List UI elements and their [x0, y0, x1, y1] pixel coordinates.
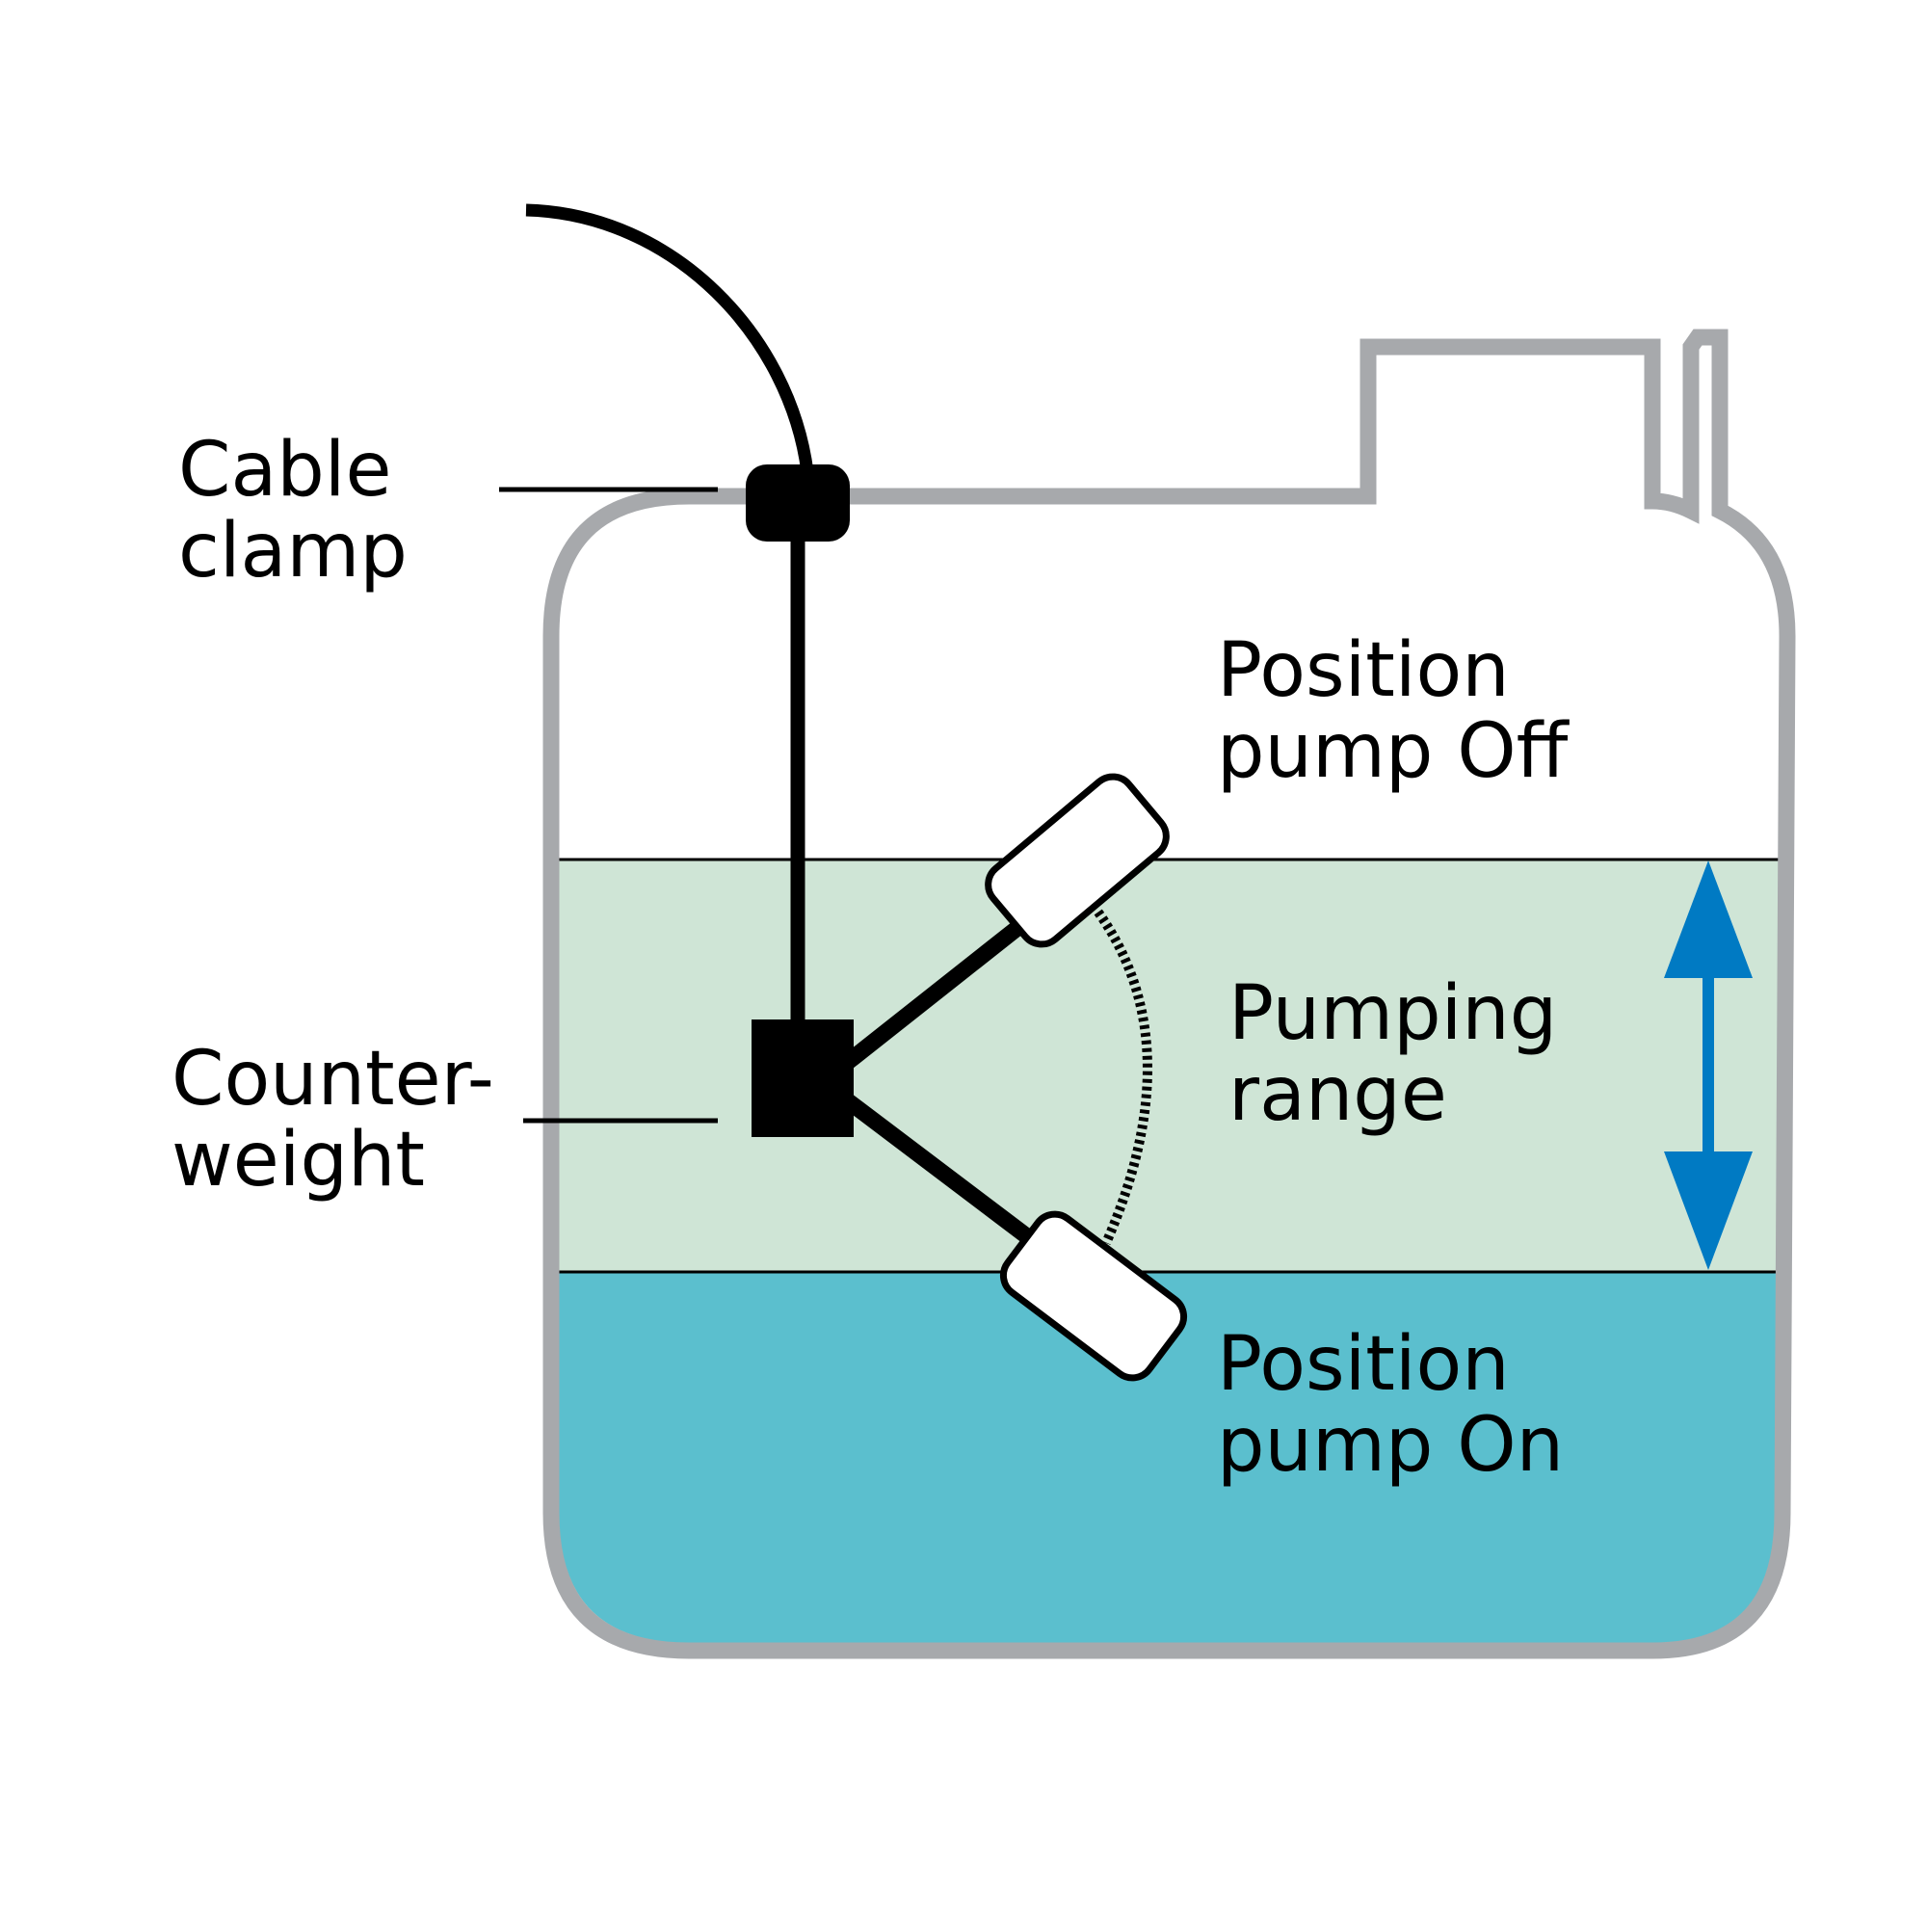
position-off-line2: pump Off [1217, 708, 1571, 795]
cable [525, 203, 814, 473]
cable-clamp-label-line1: Cable [178, 427, 391, 514]
position-on-line2: pump On [1217, 1402, 1564, 1489]
pumping-range-arrow [1664, 860, 1753, 1270]
cable-clamp [746, 464, 850, 542]
cable-clamp-label: Cable clamp [178, 427, 415, 595]
position-pump-on-label: Position pump On [1217, 1321, 1564, 1489]
position-off-line1: Position [1217, 627, 1510, 714]
pumping-range-line2: range [1228, 1051, 1447, 1138]
lower-float [999, 1210, 1188, 1382]
cable-clamp-label-line2: clamp [178, 508, 408, 595]
position-pump-off-label: Position pump Off [1217, 627, 1571, 795]
pumping-range-label: Pumping range [1228, 970, 1581, 1138]
counterweight-label: Counter- weight [172, 1036, 518, 1204]
tank-outline [542, 329, 1796, 1659]
pumping-range-zone [559, 860, 1787, 1272]
counterweight-label-line1: Counter- [172, 1036, 494, 1123]
counterweight-label-line2: weight [172, 1117, 425, 1204]
upper-float-arm [832, 907, 1042, 1076]
lower-float-arm [832, 1087, 1042, 1250]
counterweight [752, 1019, 854, 1137]
pumping-range-line1: Pumping [1228, 970, 1557, 1057]
swing-arc [1089, 903, 1152, 1246]
position-on-line1: Position [1217, 1321, 1510, 1408]
upper-float [985, 773, 1170, 948]
